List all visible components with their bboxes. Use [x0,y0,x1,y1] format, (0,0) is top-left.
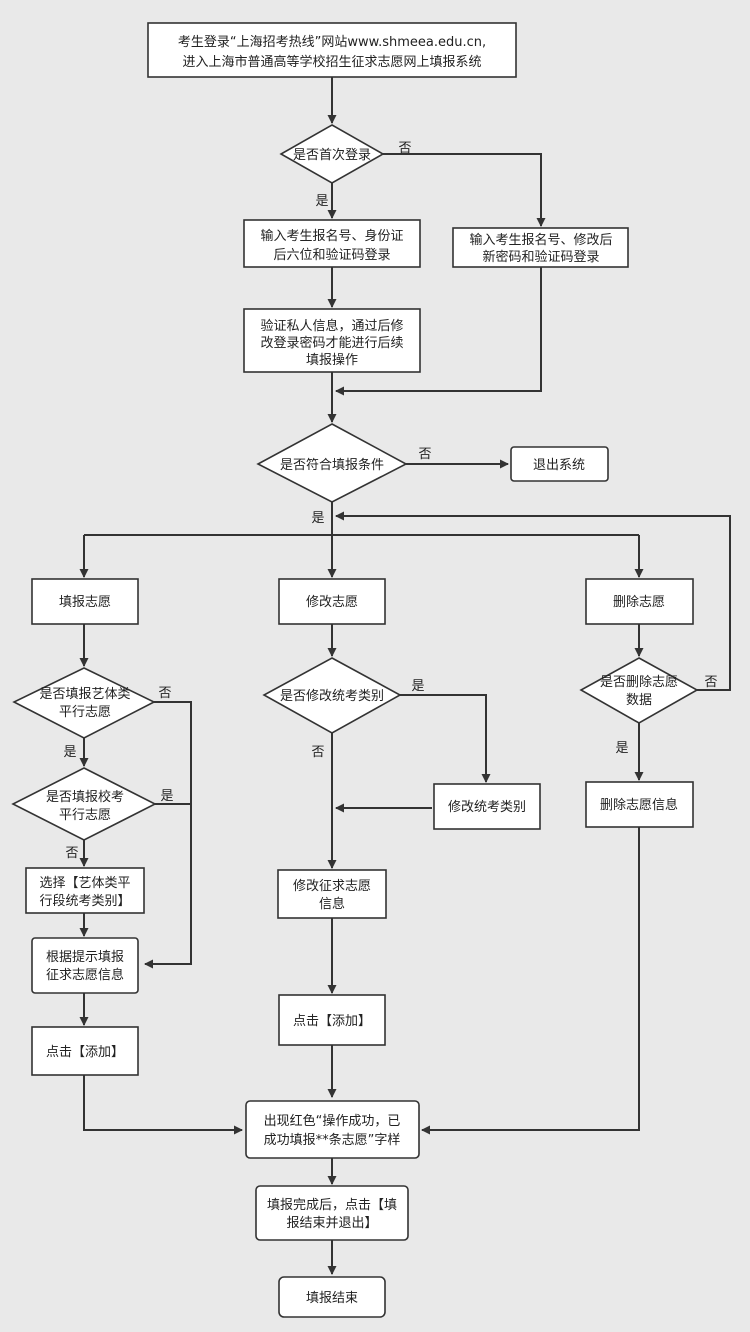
verify-line-3: 填报操作 [306,352,358,368]
end-box [278,1276,386,1318]
start-box [147,22,517,78]
connectors [79,77,731,1275]
select-line-1: 选择【艺体类平 [39,876,130,891]
click-add-left-label: 点击【添加】 [46,1045,124,1060]
edge-addleft-to-success [83,1075,243,1135]
modify-info-box [277,869,387,919]
modify-cat-decision [262,657,402,734]
success-box [245,1100,420,1159]
label-no-eligible: 否 [418,447,431,462]
verify-line-1: 验证私人信息，通过后修 [260,318,403,334]
other-login-line-2: 新密码和验证码登录 [482,249,599,265]
click-add-mid-box [278,994,386,1046]
edge-cat-yes [400,694,491,783]
label-no-school: 否 [65,846,78,861]
verify-box [243,308,421,373]
success-line-1: 出现红色“操作成功，已 [264,1113,401,1129]
fill-box [31,578,139,625]
eligible-decision [256,423,408,503]
finish-line-2: 报结束并退出】 [286,1216,377,1231]
modify-info-line-2: 信息 [319,896,345,912]
first-login-line-1: 输入考生报名号、身份证 [260,228,403,244]
eligible-question: 是否符合填报条件 [280,457,384,473]
first-login-line-2: 后六位和验证码登录 [273,247,390,263]
modify-cat-question: 是否修改统考类别 [280,689,384,704]
label-yes-eligible: 是 [311,511,324,526]
label-no-delete: 否 [704,675,717,690]
delete-info-label: 删除志愿信息 [600,797,678,813]
label-no-firstlogin: 否 [398,141,411,156]
click-add-left-box [31,1026,139,1076]
delete-decision [579,657,699,724]
school-decision [11,767,157,841]
delete-label: 删除志愿 [613,595,665,610]
label-yes-modcat: 是 [411,679,424,694]
label-yes-art: 是 [63,745,76,760]
edge-firstlogin-no [383,153,546,227]
label-no-modcat: 否 [311,745,324,760]
other-login-box [452,227,629,268]
delete-question-line-1: 是否删除志愿 [600,675,678,690]
start-line-2: 进入上海市普通高等学校招生征求志愿网上填报系统 [182,54,481,70]
verify-line-2: 改登录密码才能进行后续 [260,335,403,351]
delete-question-line-2: 数据 [626,693,652,708]
finish-line-1: 填报完成后，点击【填 [267,1198,397,1213]
first-login-question: 是否首次登录 [293,147,371,163]
success-line-2: 成功填报**条志愿”字样 [264,1132,401,1148]
modify-cat-label: 修改统考类别 [448,800,526,815]
label-yes-school: 是 [160,789,173,804]
delete-box [585,578,694,625]
art-decision [12,667,156,739]
label-yes-delete: 是 [615,741,628,756]
edge-delinfo-to-success [421,827,640,1135]
click-add-mid-label: 点击【添加】 [293,1014,371,1029]
modify-cat-box [433,783,541,830]
first-login-box [243,219,421,268]
prompt-box [31,937,139,994]
edge-otherlogin-to-eligible [335,267,542,396]
school-question-line-2: 平行志愿 [59,808,111,823]
finish-box [255,1185,409,1241]
first-login-decision [279,124,385,184]
prompt-line-2: 征求志愿信息 [46,967,124,983]
exit-label: 退出系统 [533,458,585,473]
prompt-line-1: 根据提示填报 [46,949,124,965]
art-question-line-2: 平行志愿 [59,705,111,720]
modify-info-line-1: 修改征求志愿 [293,879,371,894]
select-line-2: 行段统考类别】 [39,894,130,909]
other-login-line-1: 输入考生报名号、修改后 [469,232,612,248]
delete-info-box [585,781,694,828]
select-box [25,867,145,914]
edge-delete-no-loop [335,511,731,691]
edge-art-no [144,701,192,969]
modify-label: 修改志愿 [306,595,358,610]
school-question-line-1: 是否填报校考 [46,789,124,805]
label-no-art: 否 [158,686,171,701]
exit-box [510,446,609,482]
art-question-line-1: 是否填报艺体类 [39,687,130,702]
start-line-1: 考生登录“上海招考热线”网站www.shmeea.edu.cn, [178,35,486,50]
modify-box [278,578,386,625]
label-yes-firstlogin: 是 [315,194,328,209]
end-label: 填报结束 [306,1291,358,1306]
fill-label: 填报志愿 [59,595,111,610]
